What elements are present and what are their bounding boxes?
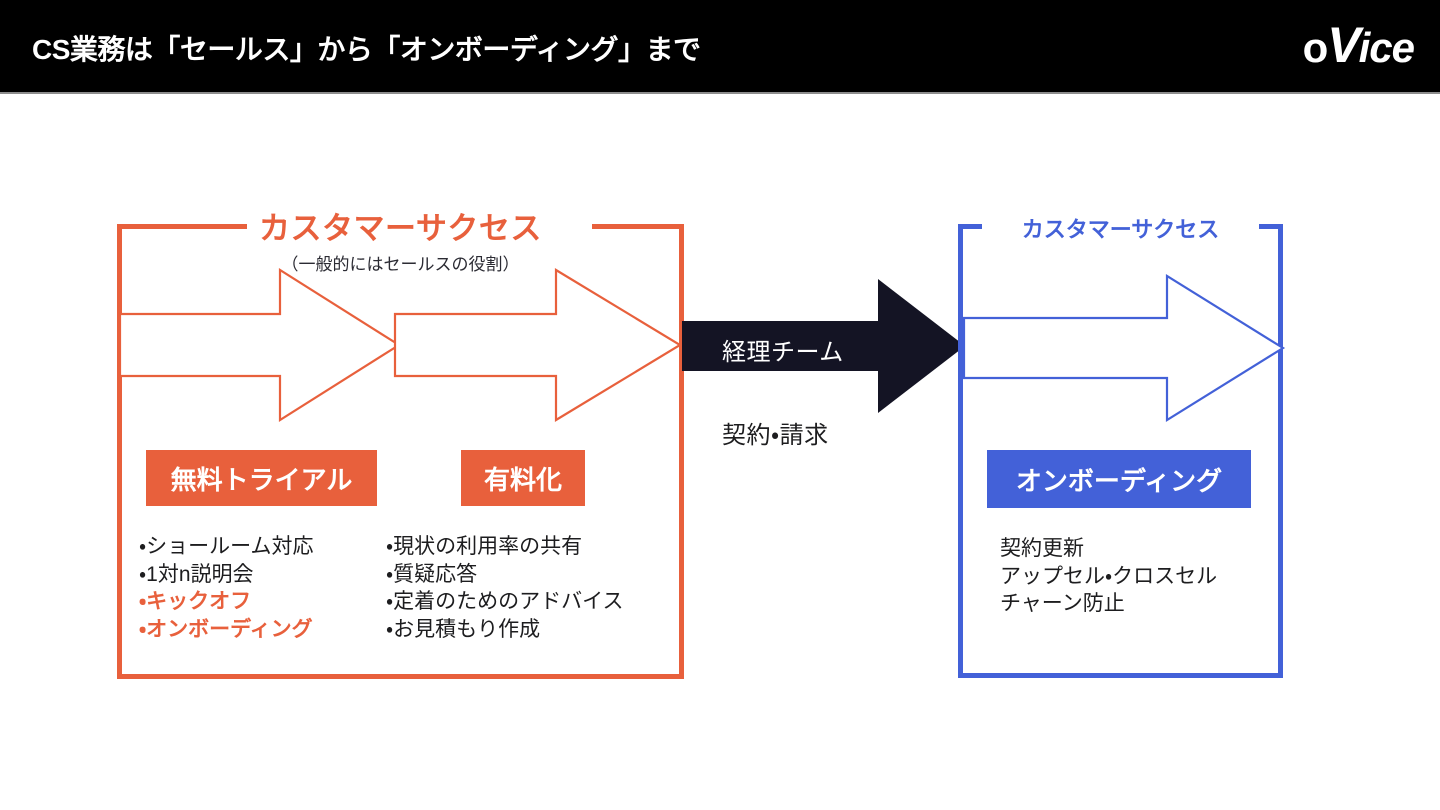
panel-border-left	[958, 224, 963, 678]
customer-success-sales-panel	[117, 224, 684, 679]
panel-border-bottom	[958, 673, 1283, 678]
badge-free-trial: 無料トライアル	[146, 450, 377, 506]
list-item: ・キックオフ	[139, 590, 252, 613]
list-item: 契約更新	[1000, 537, 1084, 560]
panel-border-right	[679, 224, 684, 679]
header-divider	[0, 92, 1440, 94]
paid-task-list: ・現状の利用率の共有 ・質疑応答 ・定着のためのアドバイス ・お見積もり作成	[386, 533, 624, 643]
panel-border-top-left	[117, 224, 247, 229]
logo-suffix: ice	[1358, 24, 1415, 71]
header-bar	[0, 0, 1440, 92]
badge-onboarding: オンボーディング	[987, 450, 1251, 508]
panel-border-top-right	[592, 224, 684, 229]
page-title: CS業務は「セールス」から「オンボーディング」まで	[32, 34, 701, 65]
accounting-team-label: 経理チーム	[722, 339, 844, 366]
list-item: ・質疑応答	[386, 562, 478, 586]
panel-border-top-left	[958, 224, 982, 229]
accounting-handoff-arrow	[682, 279, 967, 414]
list-item: ・現状の利用率の共有	[386, 535, 583, 558]
trial-task-list: ・ショールーム対応 ・1対n説明会 ・キックオフ ・オンボーディング	[139, 533, 314, 643]
panel-border-right	[1278, 224, 1283, 678]
customer-success-onboarding-panel	[958, 224, 1283, 678]
left-panel-title: カスタマーサクセス	[259, 211, 542, 246]
panel-border-bottom	[117, 674, 684, 679]
list-item: チャーン防止	[1000, 592, 1125, 615]
logo-prefix: o	[1302, 24, 1329, 71]
list-item: ・オンボーディング	[139, 617, 313, 641]
badge-paid-conversion: 有料化	[461, 450, 585, 506]
list-item: ・定着のためのアドバイス	[386, 590, 624, 613]
list-item: ・お見積もり作成	[386, 617, 541, 641]
panel-border-top-right	[1259, 224, 1283, 229]
contract-billing-label: 契約・請求	[722, 422, 829, 449]
list-item: アップセル・クロスセル	[1000, 564, 1218, 588]
right-panel-title: カスタマーサクセス	[1021, 217, 1220, 242]
logo-v-mark: V	[1327, 17, 1360, 73]
ovice-logo: oVice	[1302, 17, 1415, 73]
retention-task-list: 契約更新 アップセル・クロスセル チャーン防止	[1000, 535, 1217, 618]
list-item: ・ショールーム対応	[139, 535, 314, 558]
list-item: ・1対n説明会	[139, 562, 254, 586]
panel-border-left	[117, 224, 122, 679]
left-panel-subtitle: （一般的にはセールスの役割）	[281, 255, 520, 274]
